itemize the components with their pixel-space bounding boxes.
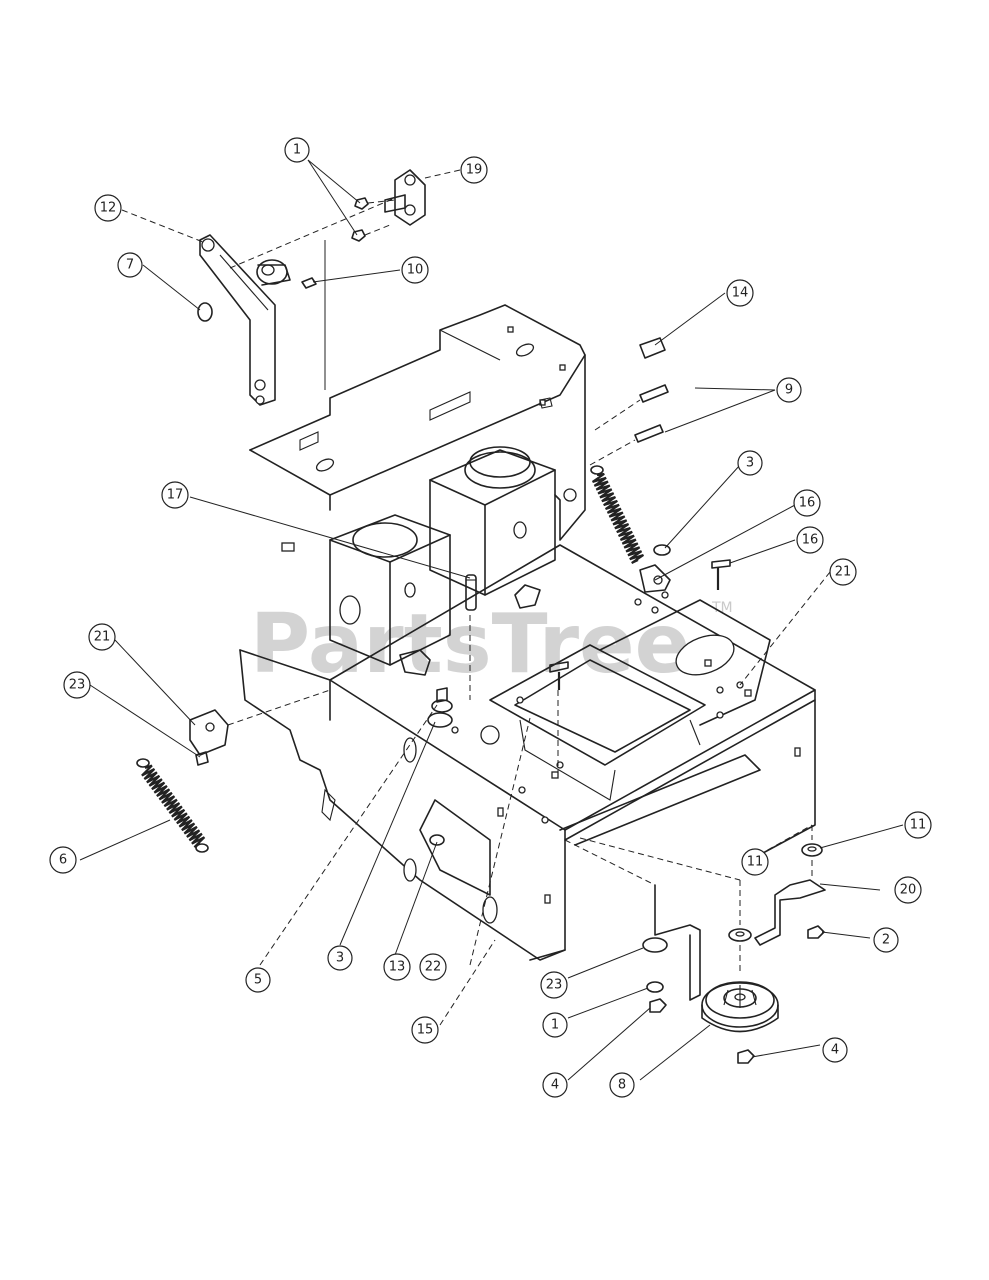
- pin-17: [465, 574, 477, 611]
- watermark-trademark: TM: [711, 600, 733, 616]
- callout-4-lower: 4: [542, 1072, 568, 1098]
- hydro-unit-left: [281, 514, 451, 676]
- callout-23-lower: 23: [540, 971, 568, 999]
- callout-9: 9: [776, 377, 802, 403]
- svg-text:7: 7: [126, 258, 134, 273]
- svg-text:3: 3: [746, 456, 754, 471]
- callout-22: 22: [419, 953, 447, 981]
- svg-text:13: 13: [389, 960, 406, 975]
- spring-left: [136, 758, 209, 853]
- bolt-16: [711, 559, 731, 590]
- svg-text:6: 6: [59, 853, 67, 868]
- washer-1-lower: [646, 981, 664, 993]
- callout-21-left: 21: [88, 623, 116, 651]
- callout-15: 15: [411, 1016, 439, 1044]
- washer-23-lower: [642, 937, 668, 953]
- washer-3-upper: [653, 544, 671, 556]
- callout-7: 7: [117, 252, 143, 278]
- callout-3-upper: 3: [737, 450, 763, 476]
- washer-11-pulley: [728, 928, 752, 942]
- callout-17: 17: [161, 481, 189, 509]
- callout-10: 10: [401, 256, 429, 284]
- callout-1-lower: 1: [542, 1012, 568, 1038]
- bolt-23-left: [195, 751, 209, 766]
- pulley-8: [701, 981, 779, 1033]
- center-hardware: [427, 687, 453, 846]
- hydro-unit-right: [429, 446, 577, 609]
- svg-text:23: 23: [546, 978, 563, 993]
- nut-2: [807, 925, 825, 939]
- svg-text:20: 20: [900, 883, 917, 898]
- bolts-9: [634, 384, 669, 443]
- decal-14: [639, 337, 666, 359]
- svg-text:1: 1: [293, 143, 301, 158]
- callout-16-bracket: 16: [793, 489, 821, 517]
- svg-text:11: 11: [910, 818, 927, 833]
- svg-text:16: 16: [799, 496, 816, 511]
- spring-bracket-21: [189, 709, 229, 756]
- svg-text:8: 8: [618, 1078, 626, 1093]
- callout-6: 6: [49, 846, 77, 874]
- svg-text:12: 12: [100, 201, 117, 216]
- callout-11-bracket: 11: [904, 811, 932, 839]
- callout-19: 19: [460, 156, 488, 184]
- svg-text:5: 5: [254, 973, 262, 988]
- main-frame: [239, 544, 816, 961]
- callout-21-right: 21: [829, 558, 857, 586]
- callout-23-left: 23: [63, 671, 91, 699]
- linkage-rod: [654, 884, 701, 1001]
- pin-7: [197, 302, 213, 322]
- screw-10: [301, 277, 317, 289]
- svg-text:15: 15: [417, 1023, 434, 1038]
- control-arm: [199, 234, 291, 406]
- callout-3-lower: 3: [327, 945, 353, 971]
- svg-text:3: 3: [336, 951, 344, 966]
- idler-bracket-20: [754, 879, 826, 946]
- callout-20: 20: [894, 876, 922, 904]
- callout-11-pulley: 11: [741, 848, 769, 876]
- callout-2: 2: [873, 927, 899, 953]
- svg-text:23: 23: [69, 678, 86, 693]
- svg-text:9: 9: [785, 383, 793, 398]
- svg-text:2: 2: [882, 933, 890, 948]
- spring-bracket-16: [639, 564, 671, 593]
- svg-text:21: 21: [94, 630, 111, 645]
- callout-16-bolt: 16: [796, 526, 824, 554]
- callout-14: 14: [726, 279, 754, 307]
- svg-text:16: 16: [802, 533, 819, 548]
- svg-text:14: 14: [732, 286, 749, 301]
- svg-text:19: 19: [466, 163, 483, 178]
- callout-13: 13: [383, 953, 411, 981]
- spring-upper: [590, 465, 645, 564]
- nut-4-pulley: [737, 1049, 755, 1064]
- pivot-bracket: [384, 169, 426, 226]
- idler-washer-11: [801, 843, 823, 857]
- svg-text:10: 10: [407, 263, 424, 278]
- callout-leaders: [79, 159, 904, 1081]
- svg-text:4: 4: [551, 1078, 559, 1093]
- console-panel: [249, 304, 586, 541]
- bolts-1: [351, 197, 396, 242]
- bolt-22: [549, 661, 569, 690]
- callout-8: 8: [609, 1072, 635, 1098]
- svg-text:21: 21: [835, 565, 852, 580]
- svg-text:22: 22: [425, 960, 442, 975]
- svg-text:1: 1: [551, 1018, 559, 1033]
- callout-4-pulley: 4: [822, 1037, 848, 1063]
- callout-1-top: 1: [284, 137, 310, 163]
- nut-4-lower: [649, 998, 667, 1013]
- svg-text:17: 17: [167, 488, 184, 503]
- svg-text:4: 4: [831, 1043, 839, 1058]
- callout-12: 12: [94, 194, 122, 222]
- svg-text:11: 11: [747, 855, 764, 870]
- callout-5: 5: [245, 967, 271, 993]
